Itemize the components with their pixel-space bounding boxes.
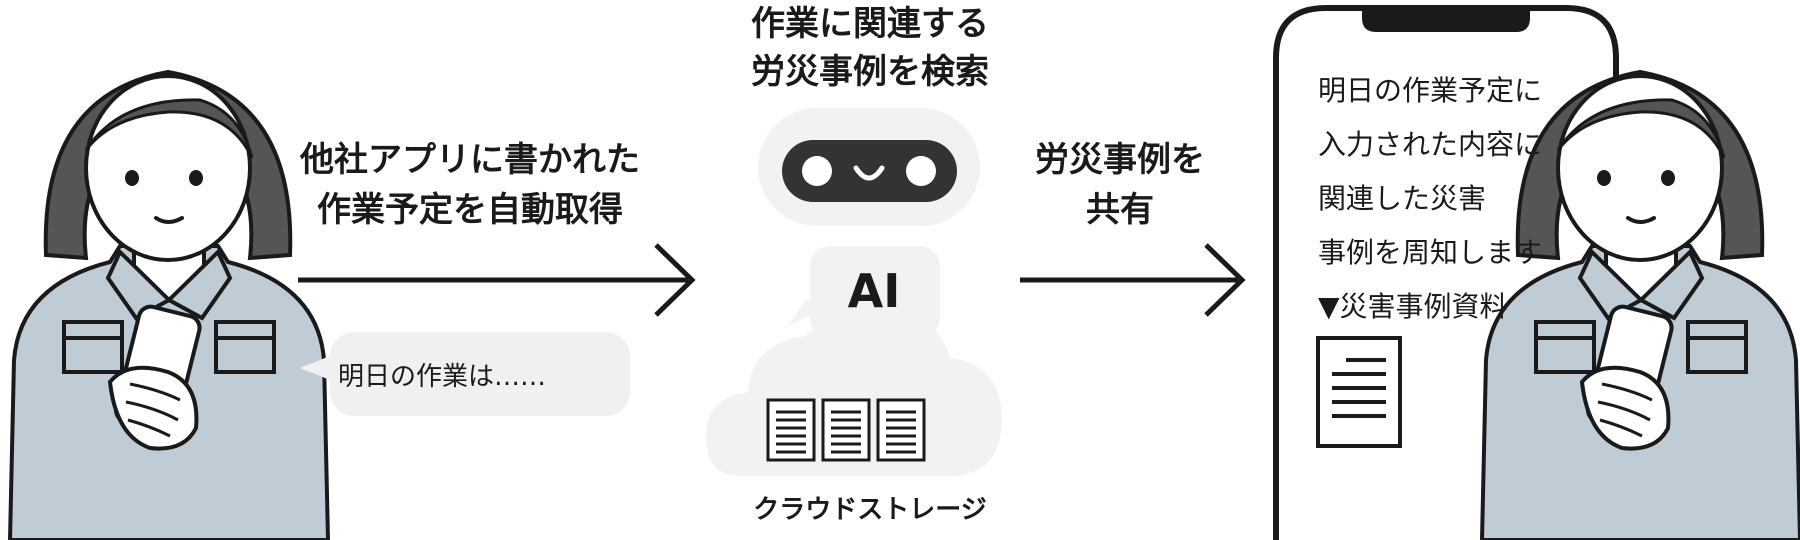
document-icon (876, 398, 926, 462)
cloud-storage-label: クラウドストレージ (753, 495, 987, 525)
speech-bubble-text: 明日の作業は…… (338, 362, 547, 392)
share-label-line: 労災事例を (1035, 140, 1205, 180)
share-cases-label: 労災事例を 共有 (1000, 135, 1240, 235)
document-icon (1316, 336, 1402, 448)
phone-line: 明日の作業予定に (1318, 74, 1543, 107)
robot-icon (758, 108, 980, 226)
phone-line: 入力された内容に (1318, 128, 1543, 161)
phone-line: 関連した災害 (1318, 182, 1487, 215)
arrow-right-icon (298, 243, 696, 317)
fetch-schedule-label: 他社アプリに書かれた 作業予定を自動取得 (250, 135, 690, 235)
phone-screen-text: 明日の作業予定に 入力された内容に 関連した災害 事例を周知します ▼災害事例資… (1318, 64, 1618, 334)
cloud-icon (706, 310, 1002, 476)
fetch-label-line: 他社アプリに書かれた (300, 140, 640, 180)
speech-bubble (300, 332, 630, 416)
document-icon (766, 398, 816, 462)
share-label-line: 共有 (1086, 190, 1154, 230)
document-icon (821, 398, 871, 462)
ai-badge-label: AI (847, 264, 901, 318)
search-label-line: 労災事例を検索 (751, 52, 989, 92)
arrow-right-icon (1020, 243, 1246, 317)
phone-line: 事例を周知します (1318, 236, 1543, 269)
search-cases-label: 作業に関連する 労災事例を検索 (700, 0, 1040, 96)
fetch-label-line: 作業予定を自動取得 (317, 190, 623, 230)
phone-line: ▼災害事例資料 (1318, 290, 1508, 323)
search-label-line: 作業に関連する (751, 4, 989, 44)
